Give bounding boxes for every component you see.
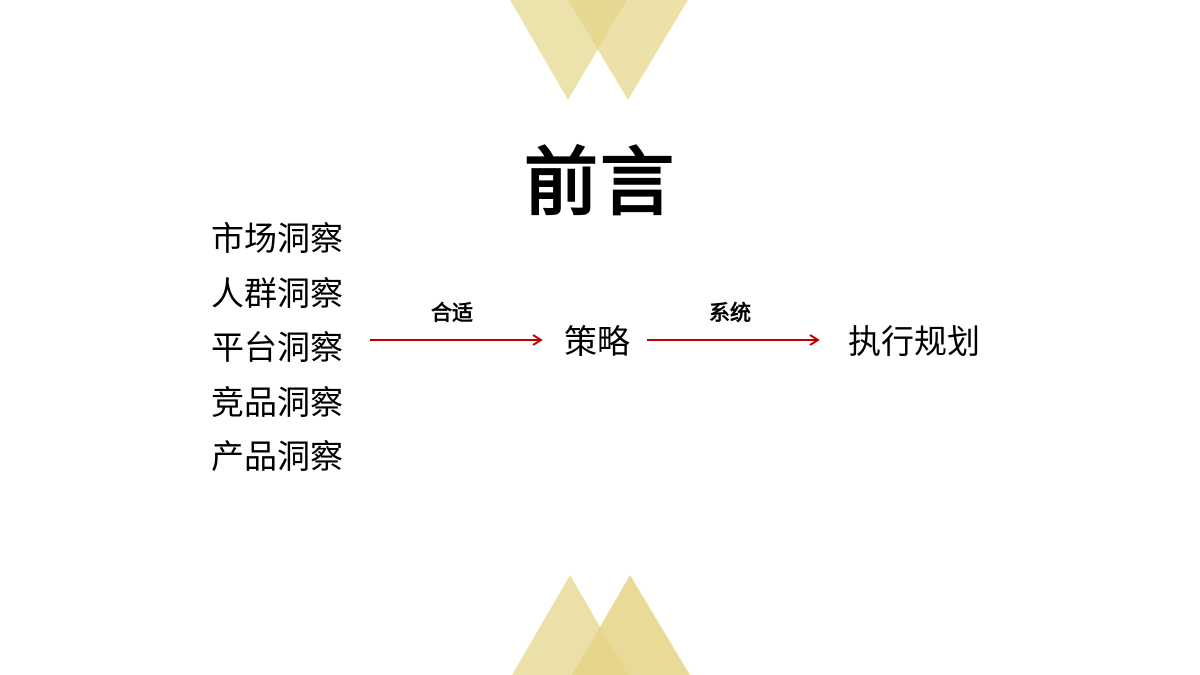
bottom-triangles [512, 575, 690, 675]
insight-audience: 人群洞察 [211, 273, 343, 313]
insight-product: 产品洞察 [211, 437, 343, 476]
top-right-triangle [568, 0, 688, 100]
insight-competitor: 竞品洞察 [211, 382, 343, 422]
insight-platform: 平台洞察 [211, 328, 343, 367]
strategy-node: 策略 [564, 322, 630, 361]
execution-plan-node: 执行规划 [848, 322, 980, 361]
arrow-right-icon [647, 334, 820, 346]
arrow-label-system: 系统 [709, 301, 751, 325]
arrow-right-icon [370, 334, 543, 346]
insights-list: 市场洞察 人群洞察 平台洞察 竞品洞察 产品洞察 [211, 212, 343, 485]
top-triangles [510, 0, 688, 100]
slide-title: 前言 [524, 140, 676, 226]
insight-market: 市场洞察 [211, 219, 343, 258]
bottom-right-triangle [572, 575, 690, 675]
arrow-label-suitable: 合适 [431, 301, 473, 325]
